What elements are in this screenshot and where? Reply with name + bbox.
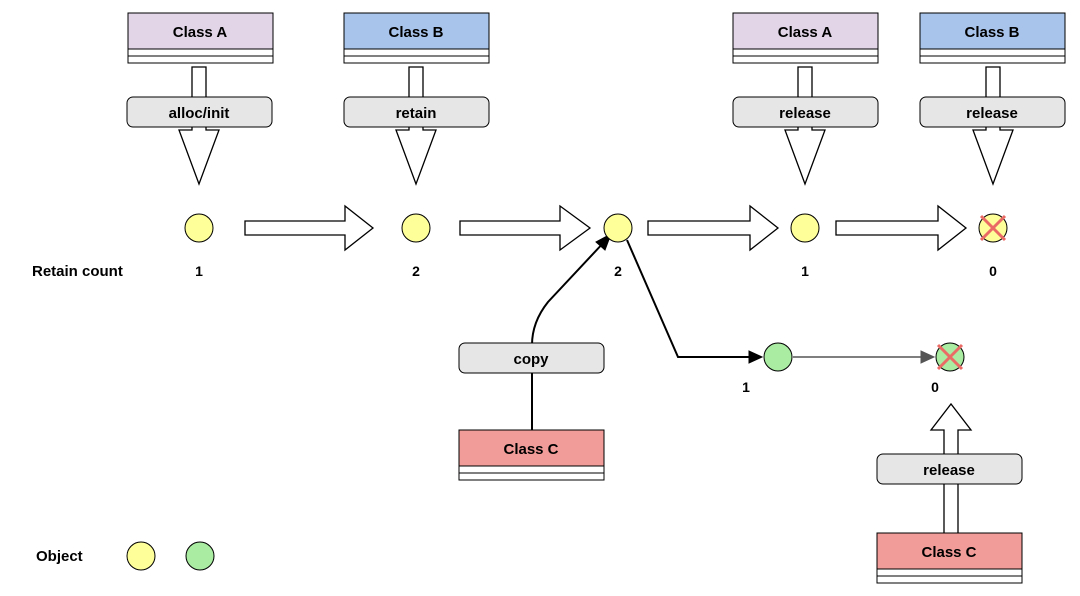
operation-label: release — [923, 462, 975, 479]
retain-count-value: 0 — [931, 379, 939, 395]
operation-copy: copy — [458, 342, 605, 374]
class-b-label: Class B — [964, 24, 1019, 41]
right-arrow-2 — [459, 204, 592, 252]
object-circle-2 — [401, 213, 431, 243]
operation-retain: retain — [343, 96, 490, 128]
object-circle-5-deallocated — [978, 213, 1008, 243]
operation-label: alloc/init — [169, 105, 230, 122]
legend-green-circle — [185, 541, 215, 571]
copy-connector-arrowhead — [595, 232, 612, 251]
branch-connector-line — [626, 239, 752, 358]
retain-count-value: 2 — [412, 263, 420, 279]
operation-label: retain — [396, 105, 437, 122]
right-arrow-3 — [647, 204, 780, 252]
class-a-label: Class A — [173, 24, 228, 41]
object-circle-3 — [603, 213, 633, 243]
class-c-label: Class C — [503, 441, 558, 458]
object-circle-1 — [184, 213, 214, 243]
copy-connector-line — [531, 239, 607, 430]
legend-yellow-circle — [126, 541, 156, 571]
cross-icon — [936, 343, 964, 371]
operation-release-c: release — [876, 453, 1023, 485]
retain-count-value: 1 — [801, 263, 809, 279]
cross-icon — [979, 214, 1007, 242]
copy-object-circle-1 — [763, 342, 793, 372]
operation-label: copy — [513, 351, 549, 368]
copy-object-circle-2-deallocated — [935, 342, 965, 372]
class-box-c-bottom: Class C — [876, 532, 1023, 584]
operation-label: release — [966, 105, 1018, 122]
class-box-b-top-left: Class B — [343, 12, 490, 64]
copy-release-arrowhead — [920, 350, 936, 364]
operation-release-a: release — [732, 96, 879, 128]
retain-count-value: 2 — [614, 263, 622, 279]
branch-connector-arrowhead — [748, 350, 764, 364]
operation-alloc-init: alloc/init — [126, 96, 273, 128]
class-c-label: Class C — [921, 544, 976, 561]
class-b-label: Class B — [388, 24, 443, 41]
right-arrow-1 — [244, 204, 375, 252]
operation-release-b: release — [919, 96, 1066, 128]
operation-label: release — [779, 105, 831, 122]
object-legend-label: Object — [36, 548, 83, 565]
retain-count-value: 1 — [742, 379, 750, 395]
class-box-b-top-right: Class B — [919, 12, 1066, 64]
class-box-a-top-right: Class A — [732, 12, 879, 64]
right-arrow-4 — [835, 204, 968, 252]
class-box-a-top-left: Class A — [127, 12, 274, 64]
class-box-c-middle: Class C — [458, 429, 605, 481]
retain-count-value: 1 — [195, 263, 203, 279]
retain-count-value: 0 — [989, 263, 997, 279]
retain-count-label: Retain count — [32, 263, 123, 280]
class-a-label: Class A — [778, 24, 833, 41]
object-circle-4 — [790, 213, 820, 243]
